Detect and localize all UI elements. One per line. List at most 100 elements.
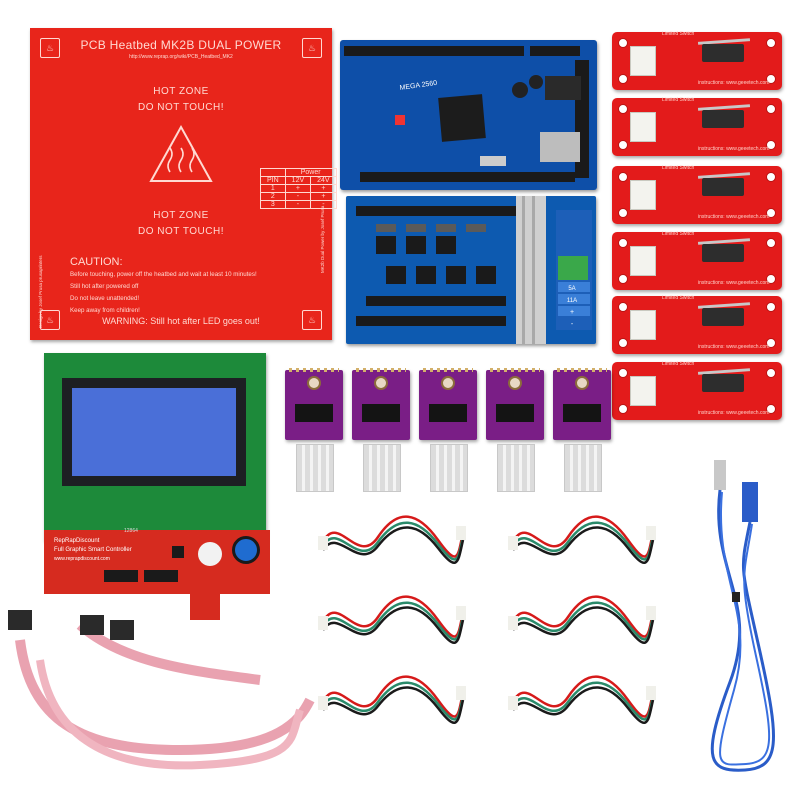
heatsink bbox=[363, 444, 401, 492]
endstop-text: instructions: www.geeetech.com bbox=[698, 344, 770, 350]
endstop-cable bbox=[318, 595, 466, 644]
lcd-brand: RepRapDiscount bbox=[54, 538, 100, 544]
driver-potentiometer bbox=[441, 376, 455, 390]
do-not-touch-label: DO NOT TOUCH! bbox=[138, 102, 224, 113]
endstop-cable bbox=[318, 515, 466, 564]
endstop-text: instructions: www.geeetech.com bbox=[698, 410, 770, 416]
reset-button bbox=[172, 546, 184, 558]
ramps-shield-board: 5A 11A + - bbox=[346, 196, 596, 344]
endstop-switch: Limited Switch instructions: www.geeetec… bbox=[612, 97, 782, 156]
endstop-top-label: Limited Switch bbox=[662, 97, 695, 103]
endstop-cable bbox=[318, 675, 466, 724]
hot-surface-warning-icon bbox=[149, 124, 213, 182]
endstop-switch: Limited Switch instructions: www.geeetec… bbox=[612, 31, 782, 90]
endstop-connector bbox=[630, 112, 656, 142]
col-24v: 24V bbox=[310, 176, 337, 185]
heatsink bbox=[497, 444, 535, 492]
driver-chip bbox=[295, 404, 333, 422]
endstop-text: instructions: www.geeetech.com bbox=[698, 80, 770, 86]
driver-potentiometer bbox=[575, 376, 589, 390]
heatbed-side-text: MK2b Dual Power by Josef Prusa bbox=[320, 205, 325, 273]
table-cell: 2 bbox=[260, 192, 286, 201]
caution-block: CAUTION: Before touching, power off the … bbox=[70, 256, 320, 317]
power-header: Power bbox=[284, 168, 337, 177]
endstop-top-label: Limited Switch bbox=[662, 31, 695, 37]
endstop-top-label: Limited Switch bbox=[662, 361, 695, 367]
heatsink bbox=[430, 444, 468, 492]
endstop-top-label: Limited Switch bbox=[662, 295, 695, 301]
rotary-encoder-knob bbox=[232, 536, 260, 564]
endstop-connector bbox=[630, 180, 656, 210]
endstop-connector bbox=[630, 376, 656, 406]
stepper-driver bbox=[352, 368, 410, 440]
ribbon-connector bbox=[144, 570, 178, 582]
table-cell: - bbox=[284, 192, 312, 201]
heatbed-title: PCB Heatbed MK2B DUAL POWER bbox=[80, 38, 282, 52]
warning-line: Still hot after powered off bbox=[70, 283, 139, 290]
driver-potentiometer bbox=[307, 376, 321, 390]
hot-zone-label: HOT ZONE bbox=[153, 86, 209, 97]
ramps-connector-label: 11A bbox=[567, 298, 577, 304]
table-cell: 3 bbox=[260, 200, 286, 209]
table-cell: + bbox=[310, 192, 337, 201]
ribbon-connector bbox=[104, 570, 138, 582]
table-cell: + bbox=[310, 184, 337, 193]
warning-line: Keep away from children! bbox=[70, 307, 140, 314]
microswitch bbox=[702, 308, 744, 326]
lcd-adapter-tab bbox=[190, 570, 220, 620]
arduino-mega-board: MEGA 2560 bbox=[340, 40, 597, 190]
driver-chip bbox=[496, 404, 534, 422]
endstop-top-label: Limited Switch bbox=[662, 165, 695, 171]
endstop-connector bbox=[630, 46, 656, 76]
endstop-cable bbox=[508, 515, 656, 564]
lcd-model: 12864 bbox=[124, 528, 138, 534]
heatsink bbox=[296, 444, 334, 492]
endstop-text: instructions: www.geeetech.com bbox=[698, 146, 770, 152]
endstop-top-label: Limited Switch bbox=[662, 231, 695, 237]
heatbed-url: http://www.reprap.org/wiki/PCB_Heatbed_M… bbox=[129, 54, 233, 60]
usb-cable bbox=[710, 460, 775, 772]
endstop-switch: Limited Switch instructions: www.geeetec… bbox=[612, 231, 782, 290]
stepper-driver bbox=[553, 368, 611, 440]
ramps-connector-label: + bbox=[570, 309, 574, 316]
driver-potentiometer bbox=[508, 376, 522, 390]
warning-line: Do not leave unattended! bbox=[70, 295, 140, 302]
ramps-connector-label: 5A bbox=[568, 286, 575, 292]
table-cell: - bbox=[284, 200, 312, 209]
endstop-cable bbox=[508, 595, 656, 644]
table-cell: 1 bbox=[260, 184, 286, 193]
microswitch bbox=[702, 44, 744, 62]
driver-potentiometer bbox=[374, 376, 388, 390]
driver-chip bbox=[429, 404, 467, 422]
driver-chip bbox=[362, 404, 400, 422]
microswitch bbox=[702, 374, 744, 392]
stepper-driver bbox=[486, 368, 544, 440]
endstop-switch: Limited Switch instructions: www.geeetec… bbox=[612, 361, 782, 420]
heat-corner-icon: ♨ bbox=[40, 310, 60, 330]
mega-model-label: MEGA 2560 bbox=[399, 80, 437, 92]
pin-col: PIN bbox=[260, 176, 286, 185]
ribbon-cable bbox=[8, 610, 315, 770]
endstop-text: instructions: www.geeetech.com bbox=[698, 280, 770, 286]
stepper-driver bbox=[285, 368, 343, 440]
endstop-connector bbox=[630, 246, 656, 276]
endstop-switch: Limited Switch instructions: www.geeetec… bbox=[612, 165, 782, 224]
hot-zone-label: HOT ZONE bbox=[153, 210, 209, 221]
endstop-cable bbox=[508, 675, 656, 724]
buzzer bbox=[198, 542, 222, 566]
driver-chip bbox=[563, 404, 601, 422]
heatbed-footer-warning: WARNING: Still hot after LED goes out! bbox=[102, 316, 260, 326]
ramps-board-details: 5A 11A + - bbox=[356, 196, 592, 344]
lcd-adapter-board: RepRapDiscount Full Graphic Smart Contro… bbox=[44, 530, 270, 594]
heat-corner-icon: ♨ bbox=[302, 310, 322, 330]
caution-title: CAUTION: bbox=[70, 256, 123, 268]
microswitch bbox=[702, 178, 744, 196]
endstop-text: instructions: www.geeetech.com bbox=[698, 214, 770, 220]
table-cell: + bbox=[284, 184, 312, 193]
heat-corner-icon: ♨ bbox=[40, 38, 60, 58]
microswitch bbox=[702, 110, 744, 128]
lcd-product: Full Graphic Smart Controller bbox=[54, 547, 132, 553]
heat-corner-icon: ♨ bbox=[302, 38, 322, 58]
stepper-driver bbox=[419, 368, 477, 440]
